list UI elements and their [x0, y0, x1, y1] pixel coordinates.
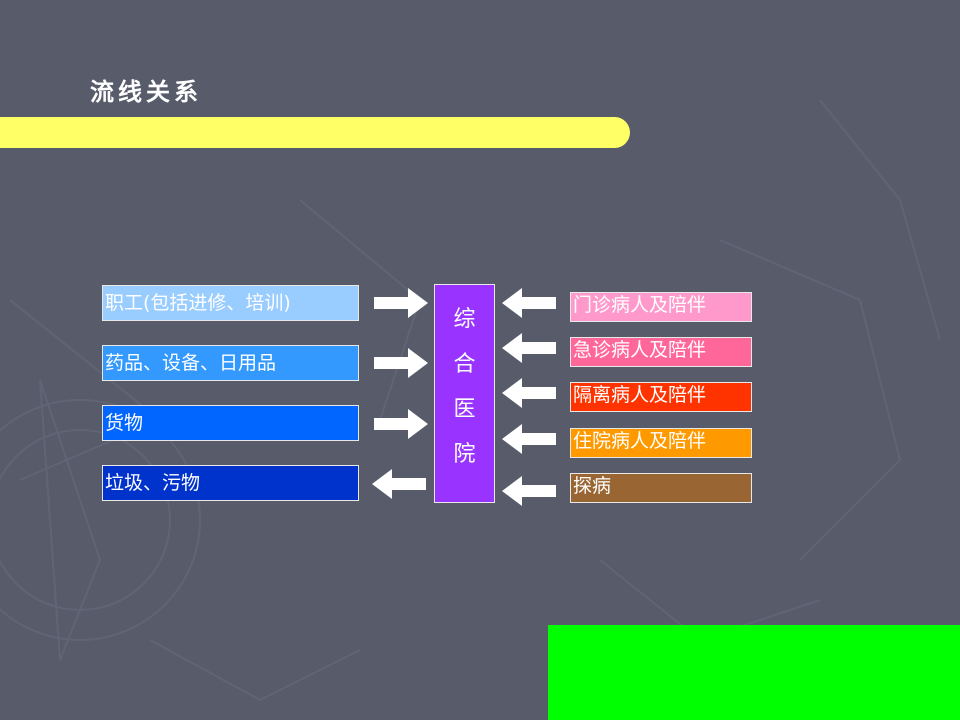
- page-title: 流线关系: [90, 78, 202, 106]
- arrow-right-icon: [374, 409, 428, 439]
- arrow-left-icon: [502, 424, 556, 454]
- arrow-left-icon: [502, 476, 556, 506]
- title-accent-bar: [0, 117, 630, 148]
- hospital-char: 院: [453, 442, 476, 467]
- right-box-isolation: 隔离病人及陪伴: [570, 382, 752, 412]
- right-box-outpatient: 门诊病人及陪伴: [570, 292, 752, 322]
- left-box-staff: 职工(包括进修、培训): [102, 285, 359, 321]
- left-box-goods: 货物: [102, 405, 359, 441]
- arrow-left-icon: [502, 288, 556, 318]
- arrow-left-icon: [372, 469, 426, 499]
- left-box-supplies: 药品、设备、日用品: [102, 345, 359, 381]
- arrow-left-icon: [502, 333, 556, 363]
- right-box-visitor: 探病: [570, 473, 752, 503]
- hospital-box: 综 合 医 院: [434, 284, 495, 503]
- hospital-char: 综: [453, 307, 476, 332]
- right-box-emergency: 急诊病人及陪伴: [570, 337, 752, 367]
- arrow-right-icon: [374, 348, 428, 378]
- right-box-inpatient: 住院病人及陪伴: [570, 428, 752, 458]
- hospital-char: 合: [453, 352, 476, 377]
- hospital-char: 医: [453, 397, 476, 422]
- arrow-right-icon: [374, 288, 428, 318]
- left-box-waste: 垃圾、污物: [102, 465, 359, 501]
- arrow-left-icon: [502, 378, 556, 408]
- green-block: [548, 625, 960, 720]
